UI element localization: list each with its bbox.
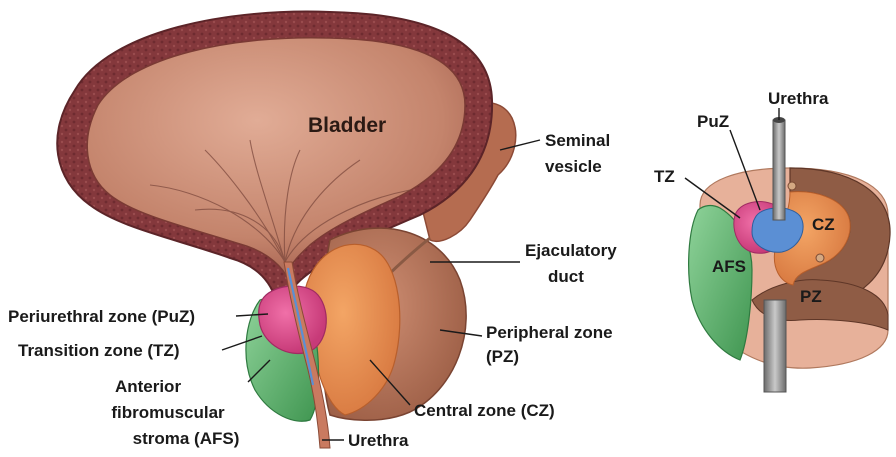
- label-peripheral-line1: Peripheral zone: [486, 323, 613, 342]
- duct-opening-2: [816, 254, 824, 262]
- transverse-prostate-diagram: Urethra PuZ TZ CZ AFS PZ: [654, 89, 890, 392]
- label-central-zone: Central zone (CZ): [414, 401, 555, 420]
- label-periurethral-zone: Periurethral zone (PuZ): [8, 307, 195, 326]
- label-urethra-right: Urethra: [768, 89, 829, 108]
- label-seminal-line1: Seminal: [545, 131, 610, 150]
- label-afs-right: AFS: [712, 257, 746, 276]
- urethra-shaft-lower: [764, 300, 786, 392]
- label-seminal-line2: vesicle: [545, 157, 602, 176]
- label-pz-right: PZ: [800, 287, 822, 306]
- label-puz-right: PuZ: [697, 112, 729, 131]
- urethra-shaft-upper: [773, 120, 785, 220]
- label-cz-right: CZ: [812, 215, 835, 234]
- label-ejaculatory-line2: duct: [548, 267, 584, 286]
- label-afs-line3: stroma (AFS): [133, 429, 240, 448]
- label-afs-line1: Anterior: [115, 377, 182, 396]
- label-tz-right: TZ: [654, 167, 675, 186]
- label-peripheral-line2: (PZ): [486, 347, 519, 366]
- label-transition-zone: Transition zone (TZ): [18, 341, 180, 360]
- sagittal-prostate-diagram: Bladder Seminal vesicle Ejaculatory duct…: [8, 12, 617, 450]
- label-urethra-left: Urethra: [348, 431, 409, 450]
- label-afs-line2: fibromuscular: [111, 403, 225, 422]
- duct-opening-1: [788, 182, 796, 190]
- label-bladder: Bladder: [308, 114, 386, 137]
- label-ejaculatory-line1: Ejaculatory: [525, 241, 617, 260]
